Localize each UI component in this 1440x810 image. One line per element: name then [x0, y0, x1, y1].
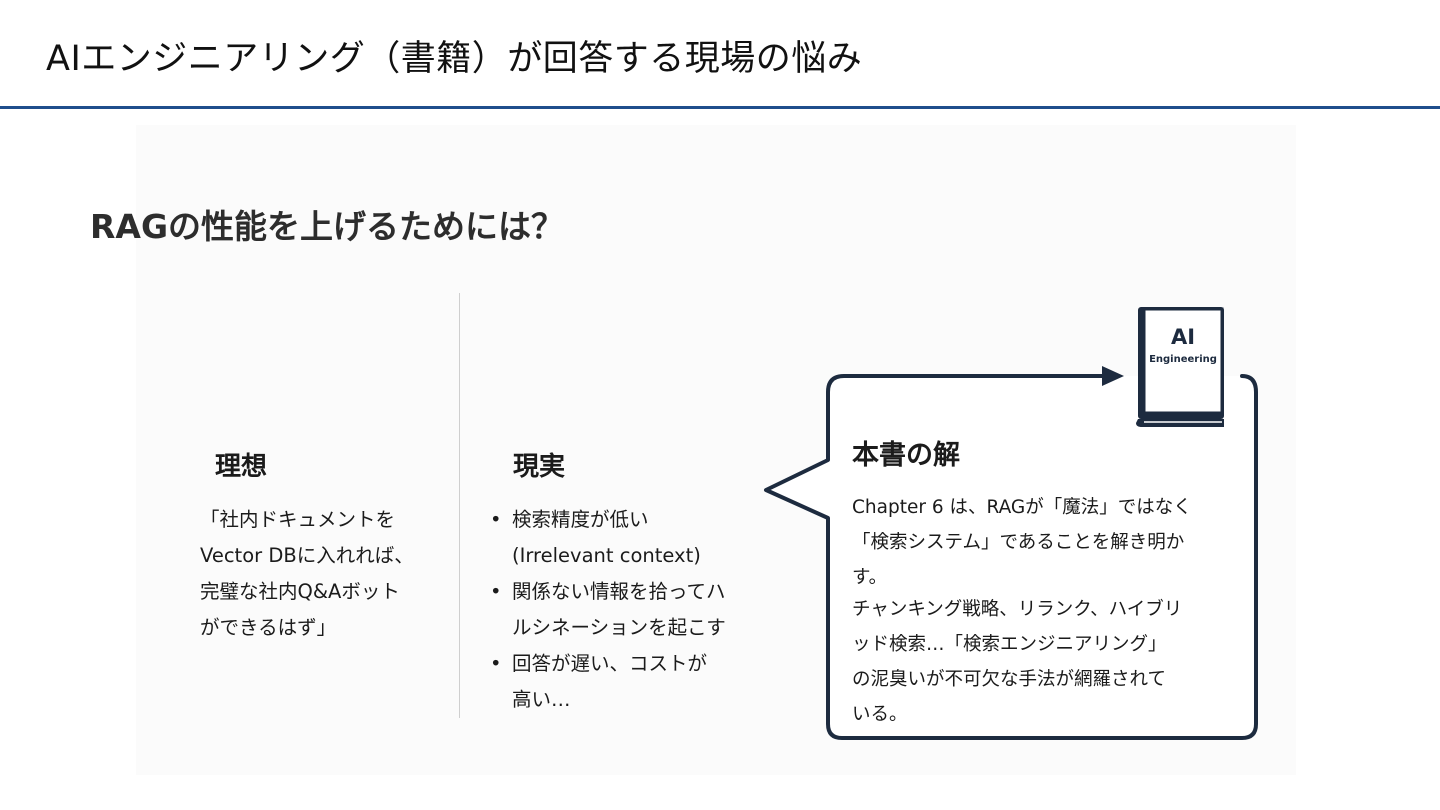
list-item: 回答が遅い、コストが 高い…: [488, 646, 778, 718]
list-item: 関係ない情報を拾ってハ ルシネーションを起こす: [488, 574, 778, 646]
ideal-line: 完璧な社内Q&Aボット: [200, 580, 400, 603]
ideal-quote: 「社内ドキュメントを Vector DBに入れれば、 完璧な社内Q&Aボット が…: [200, 502, 450, 646]
book-subtitle: Engineering: [1149, 354, 1217, 365]
ideal-heading: 理想: [215, 452, 268, 482]
reality-heading: 現実: [513, 452, 566, 482]
ideal-line: ができるはず」: [200, 616, 337, 639]
ideal-line: 「社内ドキュメントを: [200, 508, 396, 531]
title-underline: [0, 106, 1440, 109]
ideal-line: Vector DBに入れれば、: [200, 544, 414, 567]
column-divider: [459, 293, 460, 718]
page-title: AIエンジニアリング（書籍）が回答する現場の悩み: [46, 39, 863, 79]
book-icon: [1136, 307, 1224, 427]
solution-paragraph-2: チャンキング戦略、リランク、ハイブリ ッド検索…「検索エンジニアリング」 の泥臭…: [852, 599, 1183, 725]
list-item: 検索精度が低い (Irrelevant context): [488, 502, 778, 574]
section-subtitle: RAGの性能を上げるためには？: [90, 207, 565, 246]
solution-heading: 本書の解: [852, 440, 960, 471]
solution-paragraph-1: Chapter 6 は、RAGが「魔法」ではなく 「検索システム」であることを解…: [852, 497, 1192, 588]
arrow-head-icon: [1102, 366, 1124, 386]
reality-list: 検索精度が低い (Irrelevant context) 関係ない情報を拾ってハ…: [488, 502, 778, 718]
book-title: AI: [1170, 325, 1196, 349]
